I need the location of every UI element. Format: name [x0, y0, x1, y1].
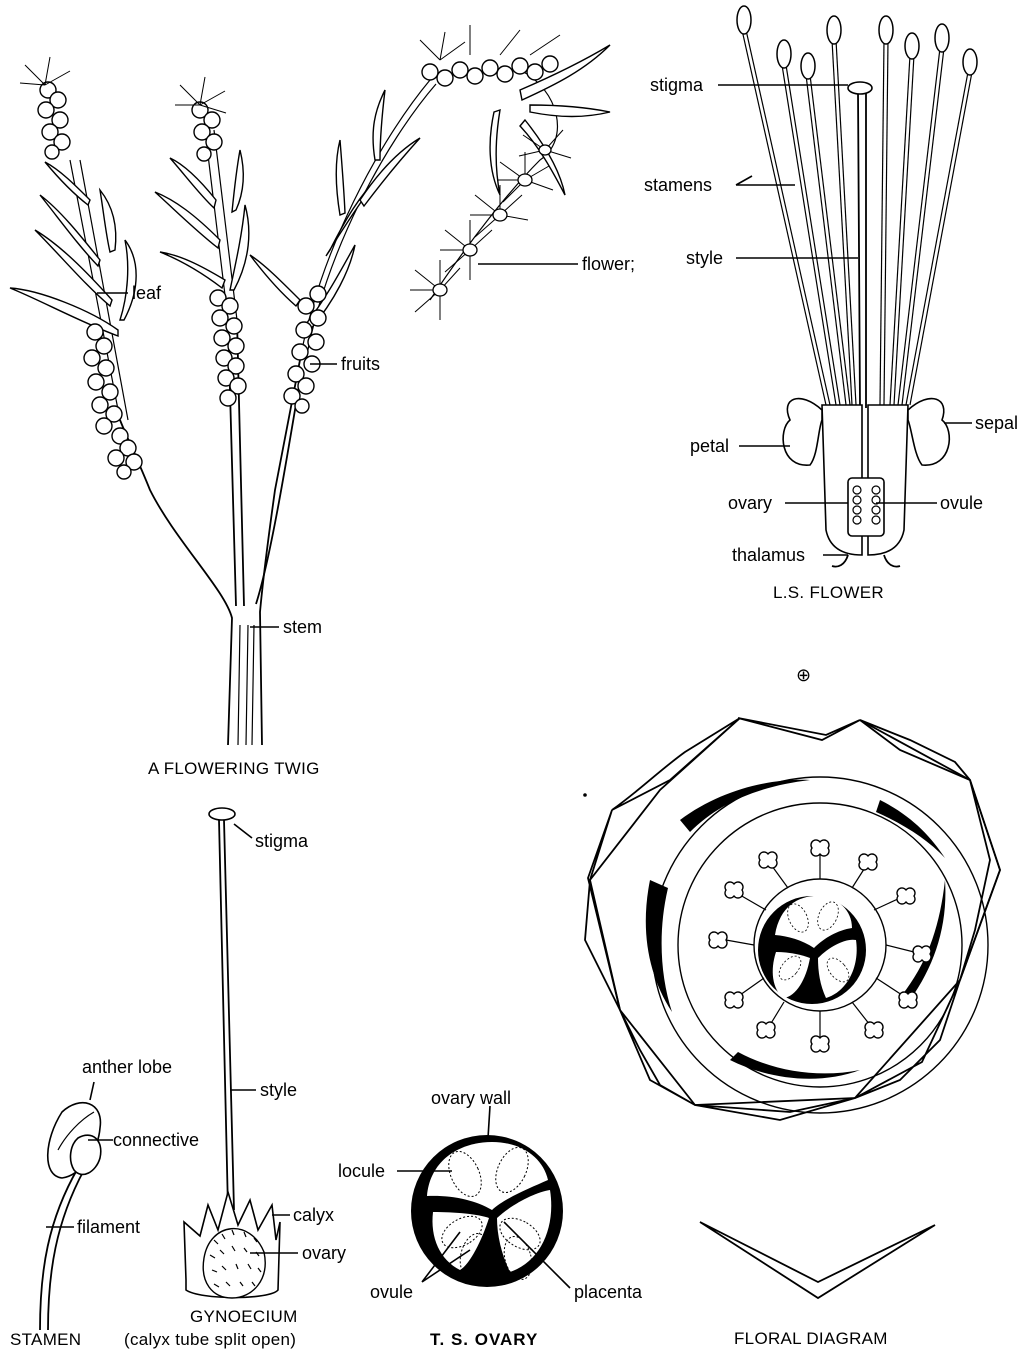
label-locule: locule [338, 1161, 385, 1181]
leader-gyn-stigma [234, 824, 252, 838]
label-placenta: placenta [574, 1282, 643, 1302]
label-gyn-ovary: ovary [302, 1243, 346, 1263]
label-ls-sepal: sepal [975, 413, 1018, 433]
label-ls-stigma: stigma [650, 75, 704, 95]
label-gyn-stigma: stigma [255, 831, 309, 851]
title-gynoecium: GYNOECIUM [190, 1307, 298, 1326]
ls-thalamus [832, 555, 900, 567]
label-ls-style: style [686, 248, 723, 268]
label-fruits: fruits [341, 354, 380, 374]
label-ovary-wall: ovary wall [431, 1088, 511, 1108]
title-ts-ovary: T. S. OVARY [430, 1330, 538, 1349]
ls-stamen-anthers [737, 6, 977, 79]
fd-mother-axis [738, 718, 860, 740]
gynoecium-drawing [184, 808, 280, 1298]
label-filament: filament [77, 1217, 140, 1237]
label-flower: flower; [582, 254, 635, 274]
ls-flower [737, 6, 977, 567]
label-ls-stamens: stamens [644, 175, 712, 195]
fd-gynoecium [758, 896, 866, 1004]
label-stem: stem [283, 617, 322, 637]
title-flowering-twig: A FLOWERING TWIG [148, 759, 320, 778]
ts-ovary-drawing [411, 1135, 563, 1287]
label-gyn-calyx: calyx [293, 1205, 334, 1225]
floral-diagram [585, 718, 1000, 1120]
label-anther-lobe: anther lobe [82, 1057, 172, 1077]
label-ls-ovary: ovary [728, 493, 772, 513]
actinomorphic-symbol: ⊕ [796, 665, 811, 685]
label-ls-petal: petal [690, 436, 729, 456]
label-leaf: leaf [132, 283, 162, 303]
leader-ovary-wall [488, 1106, 490, 1138]
stray-dot [583, 793, 587, 797]
twig-fruits [38, 56, 558, 479]
ls-petal [783, 399, 822, 466]
ls-style [858, 92, 866, 408]
subtitle-gynoecium: (calyx tube split open) [124, 1330, 296, 1349]
fd-bract [700, 1222, 935, 1298]
label-ls-ovule: ovule [940, 493, 983, 513]
twig-stem-drawing [70, 70, 557, 745]
label-connective: connective [113, 1130, 199, 1150]
label-gyn-style: style [260, 1080, 297, 1100]
title-ls-flower: L.S. FLOWER [773, 583, 884, 602]
flowering-twig [10, 25, 610, 745]
ls-stigma [848, 82, 872, 94]
leader-ls-stamens [736, 176, 795, 185]
title-stamen: STAMEN [10, 1330, 81, 1349]
label-ts-ovule: ovule [370, 1282, 413, 1302]
leader-anther-lobe [90, 1082, 94, 1100]
label-ls-thalamus: thalamus [732, 545, 805, 565]
ls-sepal [908, 399, 949, 466]
title-floral-diagram: FLORAL DIAGRAM [734, 1329, 888, 1348]
